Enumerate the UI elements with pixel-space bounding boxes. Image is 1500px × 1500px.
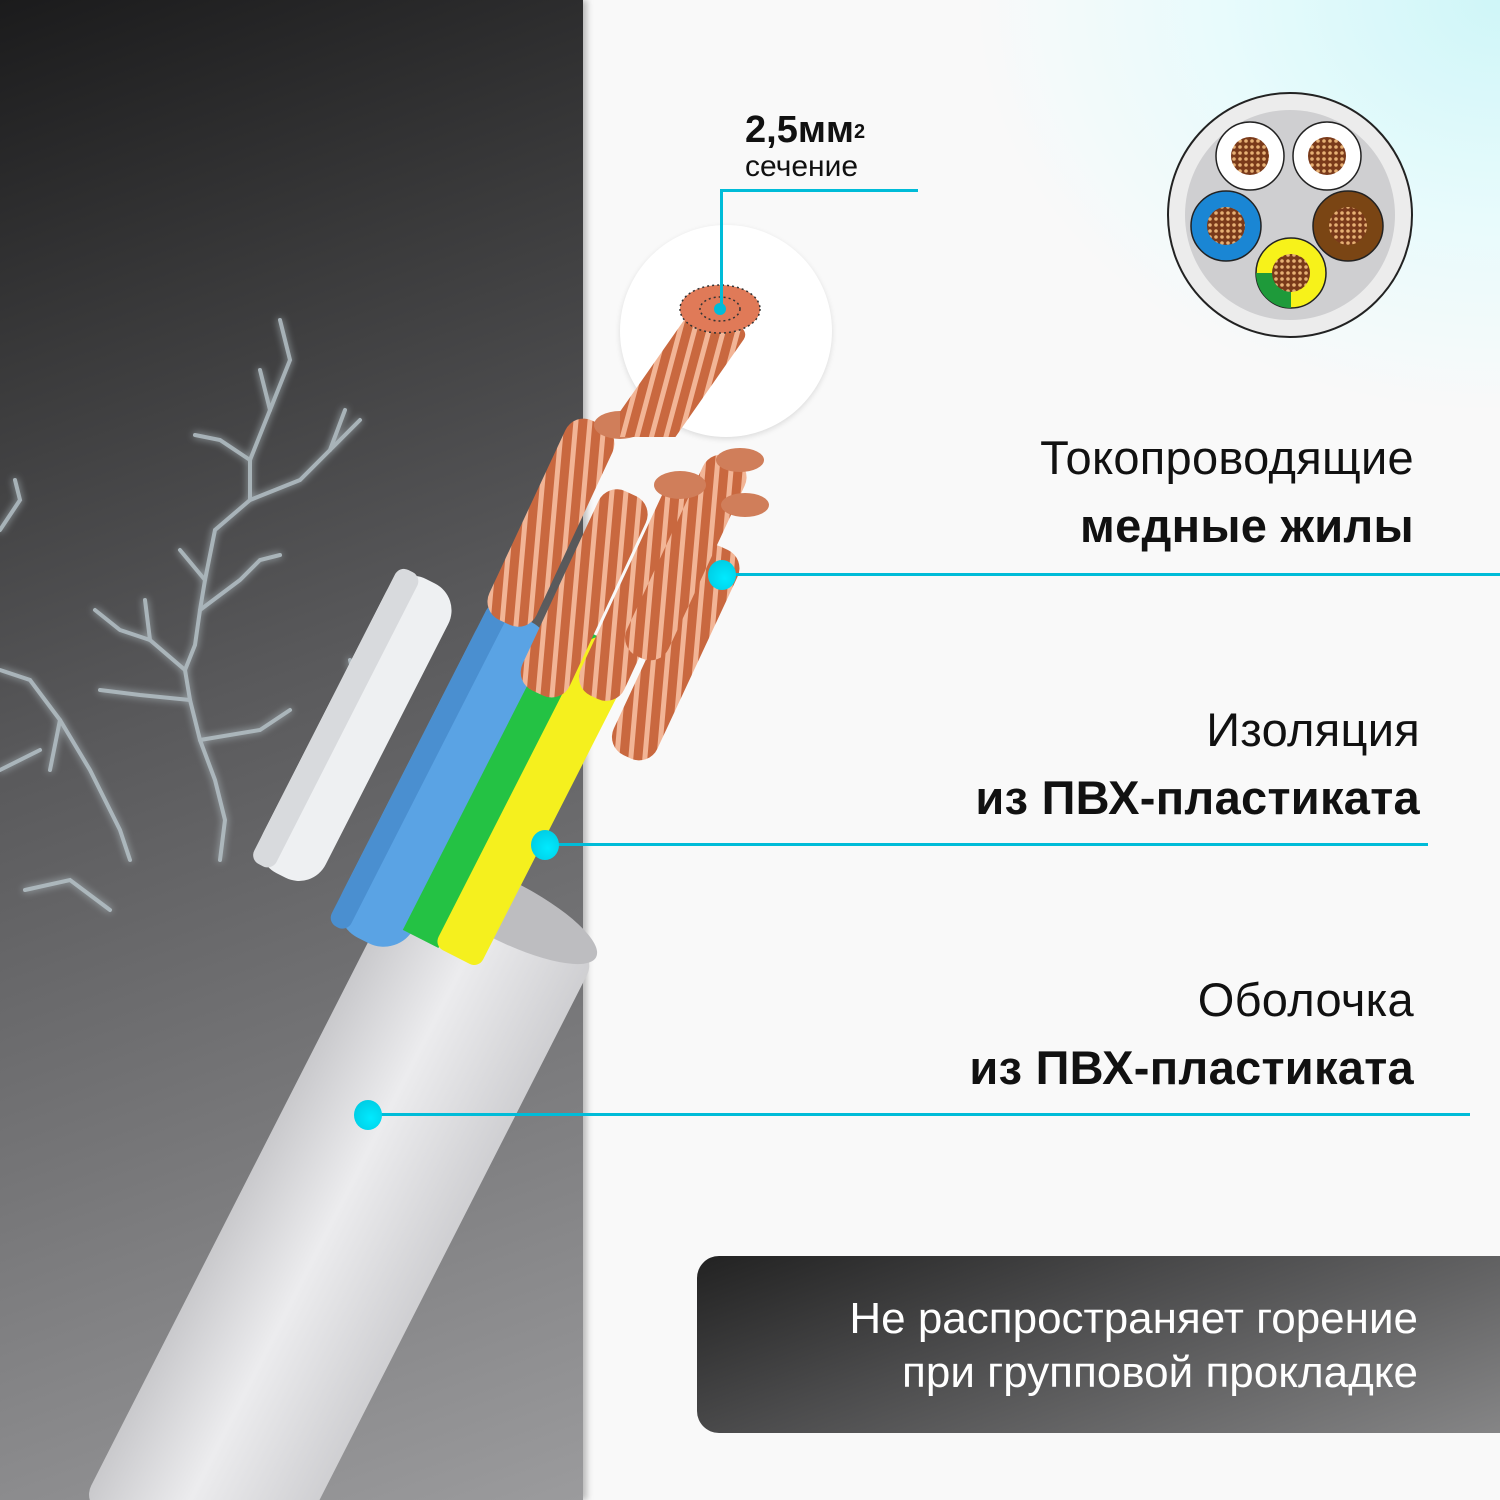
callout-insulation-label: Изоляция из ПВХ-пластиката [975,696,1420,832]
section-value: 2,5мм [745,109,855,151]
copper-conductor-icon [610,284,761,461]
badge-line1: Не распространяет горение [849,1294,1418,1343]
conductors-callout-dot [708,560,736,590]
callout-line1: Токопроводящие [1040,431,1414,484]
callout-line2: из ПВХ-пластиката [975,771,1420,824]
cable-cross-section-icon [1167,92,1413,338]
callout-line1: Оболочка [1197,973,1414,1026]
section-callout-vline [720,189,723,309]
callout-line2: медные жилы [1080,499,1414,552]
callout-conductors-label: Токопроводящие медные жилы [1040,424,1414,560]
insulation-callout-line [545,843,1428,846]
section-caption: сечение [745,150,859,183]
section-callout-line [720,189,918,192]
conductor-zoom-circle [610,225,832,461]
section-superscript: 2 [854,121,866,143]
conductors-callout-line [720,573,1500,576]
cross-section-size-label: 2,5мм2 сечение [745,108,865,182]
sheath-callout-line [370,1113,1470,1116]
callout-line1: Изоляция [1206,703,1420,756]
callout-sheath-label: Оболочка из ПВХ-пластиката [969,966,1414,1102]
insulation-callout-dot [531,830,559,860]
fire-safety-badge: Не распространяет горение при групповой … [697,1256,1500,1433]
sheath-callout-dot [354,1100,382,1130]
callout-line2: из ПВХ-пластиката [969,1041,1414,1094]
badge-line2: при групповой прокладке [902,1348,1418,1397]
